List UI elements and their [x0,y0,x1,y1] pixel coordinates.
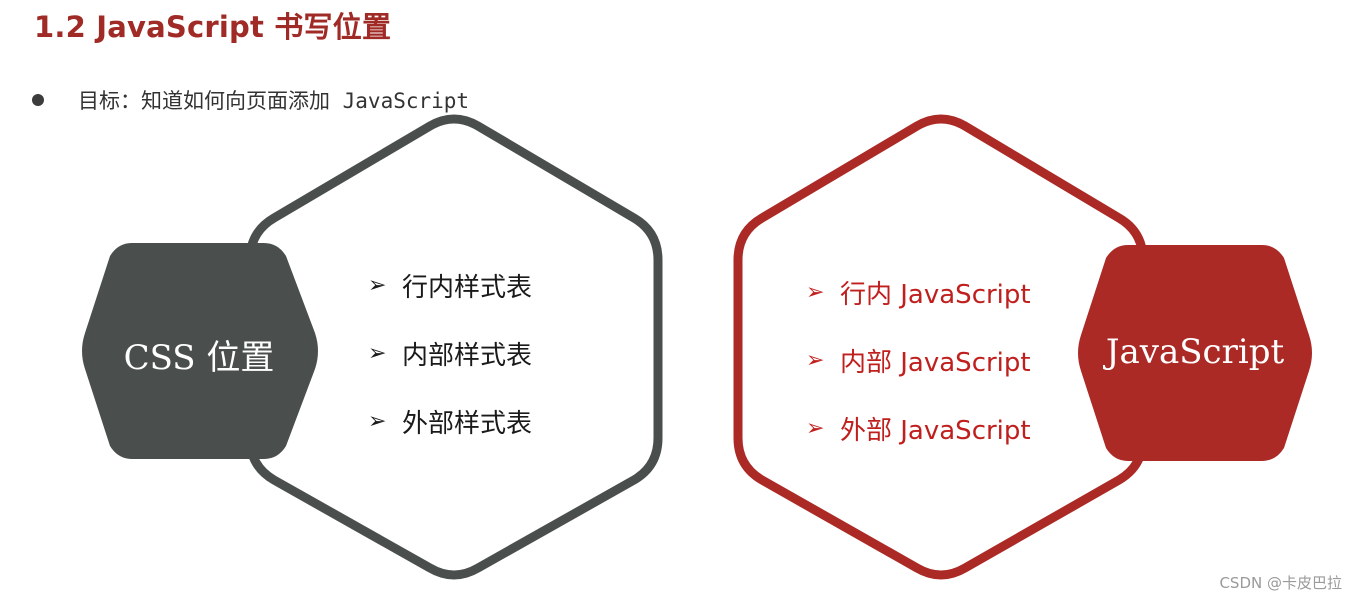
list-item-label: 内部 JavaScript [840,347,1031,378]
css-list: ➢ 行内样式表 ➢ 内部样式表 ➢ 外部样式表 [368,268,532,472]
list-item-label: 行内样式表 [402,272,533,303]
bullet-dot-icon [32,94,44,106]
list-item: ➢ 内部 JavaScript [806,343,1031,378]
list-item: ➢ 行内样式表 [368,268,533,303]
list-item-label: 外部样式表 [402,408,533,439]
arrow-bullet-icon: ➢ [368,272,387,298]
list-item: ➢ 行内 JavaScript [806,275,1031,310]
javascript-list: ➢ 行内 JavaScript ➢ 内部 JavaScript ➢ 外部 Jav… [806,275,1031,479]
goal-bullet: 目标：知道如何向页面添加 JavaScript [32,86,469,114]
list-item-label: 行内 JavaScript [840,279,1031,310]
list-item: ➢ 内部样式表 [368,336,533,371]
list-item-label: 内部样式表 [402,340,533,371]
arrow-bullet-icon: ➢ [806,279,825,305]
arrow-bullet-icon: ➢ [806,347,825,373]
page-title: 1.2 JavaScript 书写位置 [34,10,392,44]
list-item: ➢ 外部样式表 [368,404,533,439]
arrow-bullet-icon: ➢ [806,415,825,441]
js-outline-hexagon [733,114,1148,580]
css-position-label: CSS 位置 [123,338,275,378]
list-item-label: 外部 JavaScript [840,415,1031,446]
css-filled-hexagon [82,243,318,459]
arrow-bullet-icon: ➢ [368,340,387,366]
javascript-label: JavaScript [1105,332,1285,372]
arrow-bullet-icon: ➢ [368,408,387,434]
watermark: CSDN @卡皮巴拉 [1219,574,1342,592]
js-filled-hexagon [1078,245,1312,461]
goal-text: 目标：知道如何向页面添加 JavaScript [78,89,470,113]
list-item: ➢ 外部 JavaScript [806,411,1031,446]
